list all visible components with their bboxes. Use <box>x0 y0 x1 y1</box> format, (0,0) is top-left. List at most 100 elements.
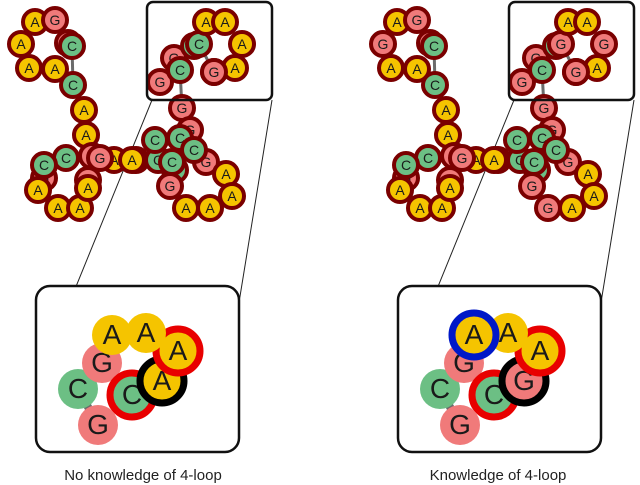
svg-text:C: C <box>68 77 78 93</box>
svg-text:A: A <box>103 319 122 350</box>
svg-text:A: A <box>471 152 481 168</box>
svg-text:C: C <box>551 142 561 158</box>
nucleotide-A: A <box>70 96 98 124</box>
svg-text:A: A <box>531 335 550 366</box>
svg-text:A: A <box>79 102 89 118</box>
svg-text:C: C <box>537 62 547 78</box>
svg-text:A: A <box>230 60 240 76</box>
svg-text:A: A <box>582 14 592 30</box>
nucleotide-A: A <box>196 194 224 222</box>
zoom-nucleotide-A: A <box>152 325 204 377</box>
nucleotide-C: C <box>392 151 420 179</box>
zoom-nucleotide-A: A <box>514 325 566 377</box>
nucleotide-A: A <box>432 96 460 124</box>
zoom-nucleotide-C: C <box>420 369 460 409</box>
nucleotide-G: G <box>562 58 590 86</box>
nucleotide-C: C <box>520 148 548 176</box>
svg-text:A: A <box>109 152 119 168</box>
svg-text:G: G <box>155 74 166 90</box>
nucleotide-C: C <box>158 148 186 176</box>
nucleotide-C: C <box>59 71 87 99</box>
nucleotide-G: G <box>86 144 114 172</box>
zoom-nucleotide-A: A <box>448 309 500 361</box>
svg-text:A: A <box>415 200 425 216</box>
nucleotide-A: A <box>15 54 43 82</box>
svg-text:G: G <box>95 150 106 166</box>
nucleotide-A: A <box>118 146 146 174</box>
svg-text:G: G <box>449 409 471 440</box>
nucleotide-G: G <box>369 30 397 58</box>
nucleotide-G: G <box>200 58 228 86</box>
nucleotide-A: A <box>24 176 52 204</box>
svg-text:G: G <box>517 74 528 90</box>
rna-molecule-structure: AAAAGGCCAGCGCAAAAGGCGGCCAGGCGCAAAAAGCAGC… <box>7 6 256 222</box>
svg-text:C: C <box>122 379 142 410</box>
svg-text:A: A <box>220 14 230 30</box>
nucleotide-A: A <box>386 176 414 204</box>
svg-text:G: G <box>209 64 220 80</box>
nucleotide-C: C <box>542 136 570 164</box>
svg-text:A: A <box>589 188 599 204</box>
svg-text:A: A <box>30 14 40 30</box>
svg-text:A: A <box>563 14 573 30</box>
svg-text:A: A <box>181 200 191 216</box>
svg-text:A: A <box>583 166 593 182</box>
svg-text:A: A <box>412 61 422 77</box>
nucleotide-A: A <box>211 8 239 36</box>
svg-text:G: G <box>543 200 554 216</box>
svg-text:A: A <box>24 60 34 76</box>
svg-text:C: C <box>68 373 88 404</box>
zoom-nucleotide-A: A <box>126 313 166 353</box>
svg-text:G: G <box>201 154 212 170</box>
svg-text:A: A <box>75 200 85 216</box>
nucleotide-C: C <box>421 71 449 99</box>
svg-text:G: G <box>87 409 109 440</box>
nucleotide-G: G <box>156 172 184 200</box>
nucleotide-C: C <box>420 32 448 60</box>
svg-text:A: A <box>221 166 231 182</box>
nucleotide-A: A <box>573 8 601 36</box>
zoom-nucleotide-C: C <box>58 369 98 409</box>
svg-text:A: A <box>443 127 453 143</box>
nucleotide-A: A <box>74 174 102 202</box>
nucleotide-G: G <box>590 30 618 58</box>
nucleotide-G: G <box>168 94 196 122</box>
svg-text:C: C <box>537 130 547 146</box>
svg-text:C: C <box>175 130 185 146</box>
zoom-panel-box <box>34 284 241 454</box>
zoom-panel-box <box>396 284 603 454</box>
nucleotide-C: C <box>58 32 86 60</box>
panel-no-knowledge: AAAAGGCCAGCGCAAAAGGCGGCCAGGCGCAAAAAGCAGC… <box>7 0 274 484</box>
nucleotide-C: C <box>166 56 194 84</box>
svg-text:G: G <box>412 12 423 28</box>
svg-text:G: G <box>50 12 61 28</box>
svg-text:A: A <box>169 335 188 366</box>
svg-text:G: G <box>599 36 610 52</box>
svg-text:G: G <box>457 150 468 166</box>
nucleotide-A: A <box>403 55 431 83</box>
svg-text:C: C <box>529 154 539 170</box>
nucleotide-C: C <box>528 56 556 84</box>
svg-text:A: A <box>33 182 43 198</box>
svg-text:G: G <box>539 100 550 116</box>
inset-highlight-box <box>145 0 274 102</box>
svg-text:C: C <box>150 132 160 148</box>
svg-text:C: C <box>430 373 450 404</box>
svg-text:A: A <box>489 152 499 168</box>
svg-text:A: A <box>499 317 518 348</box>
svg-text:G: G <box>177 100 188 116</box>
svg-text:C: C <box>175 62 185 78</box>
rna-molecule-structure: AGAAGGCCAGCGGAAGAGGCGGCCAGGCGCAAAAAGCAGC… <box>369 6 618 222</box>
svg-text:A: A <box>386 60 396 76</box>
nucleotide-A: A <box>66 194 94 222</box>
nucleotide-A: A <box>377 54 405 82</box>
nucleotide-C: C <box>141 126 169 154</box>
svg-text:C: C <box>423 150 433 166</box>
zoom-nucleotide-A: A <box>92 315 132 355</box>
svg-text:C: C <box>189 142 199 158</box>
nucleotide-A: A <box>558 194 586 222</box>
nucleotide-A: A <box>480 146 508 174</box>
svg-text:A: A <box>201 14 211 30</box>
